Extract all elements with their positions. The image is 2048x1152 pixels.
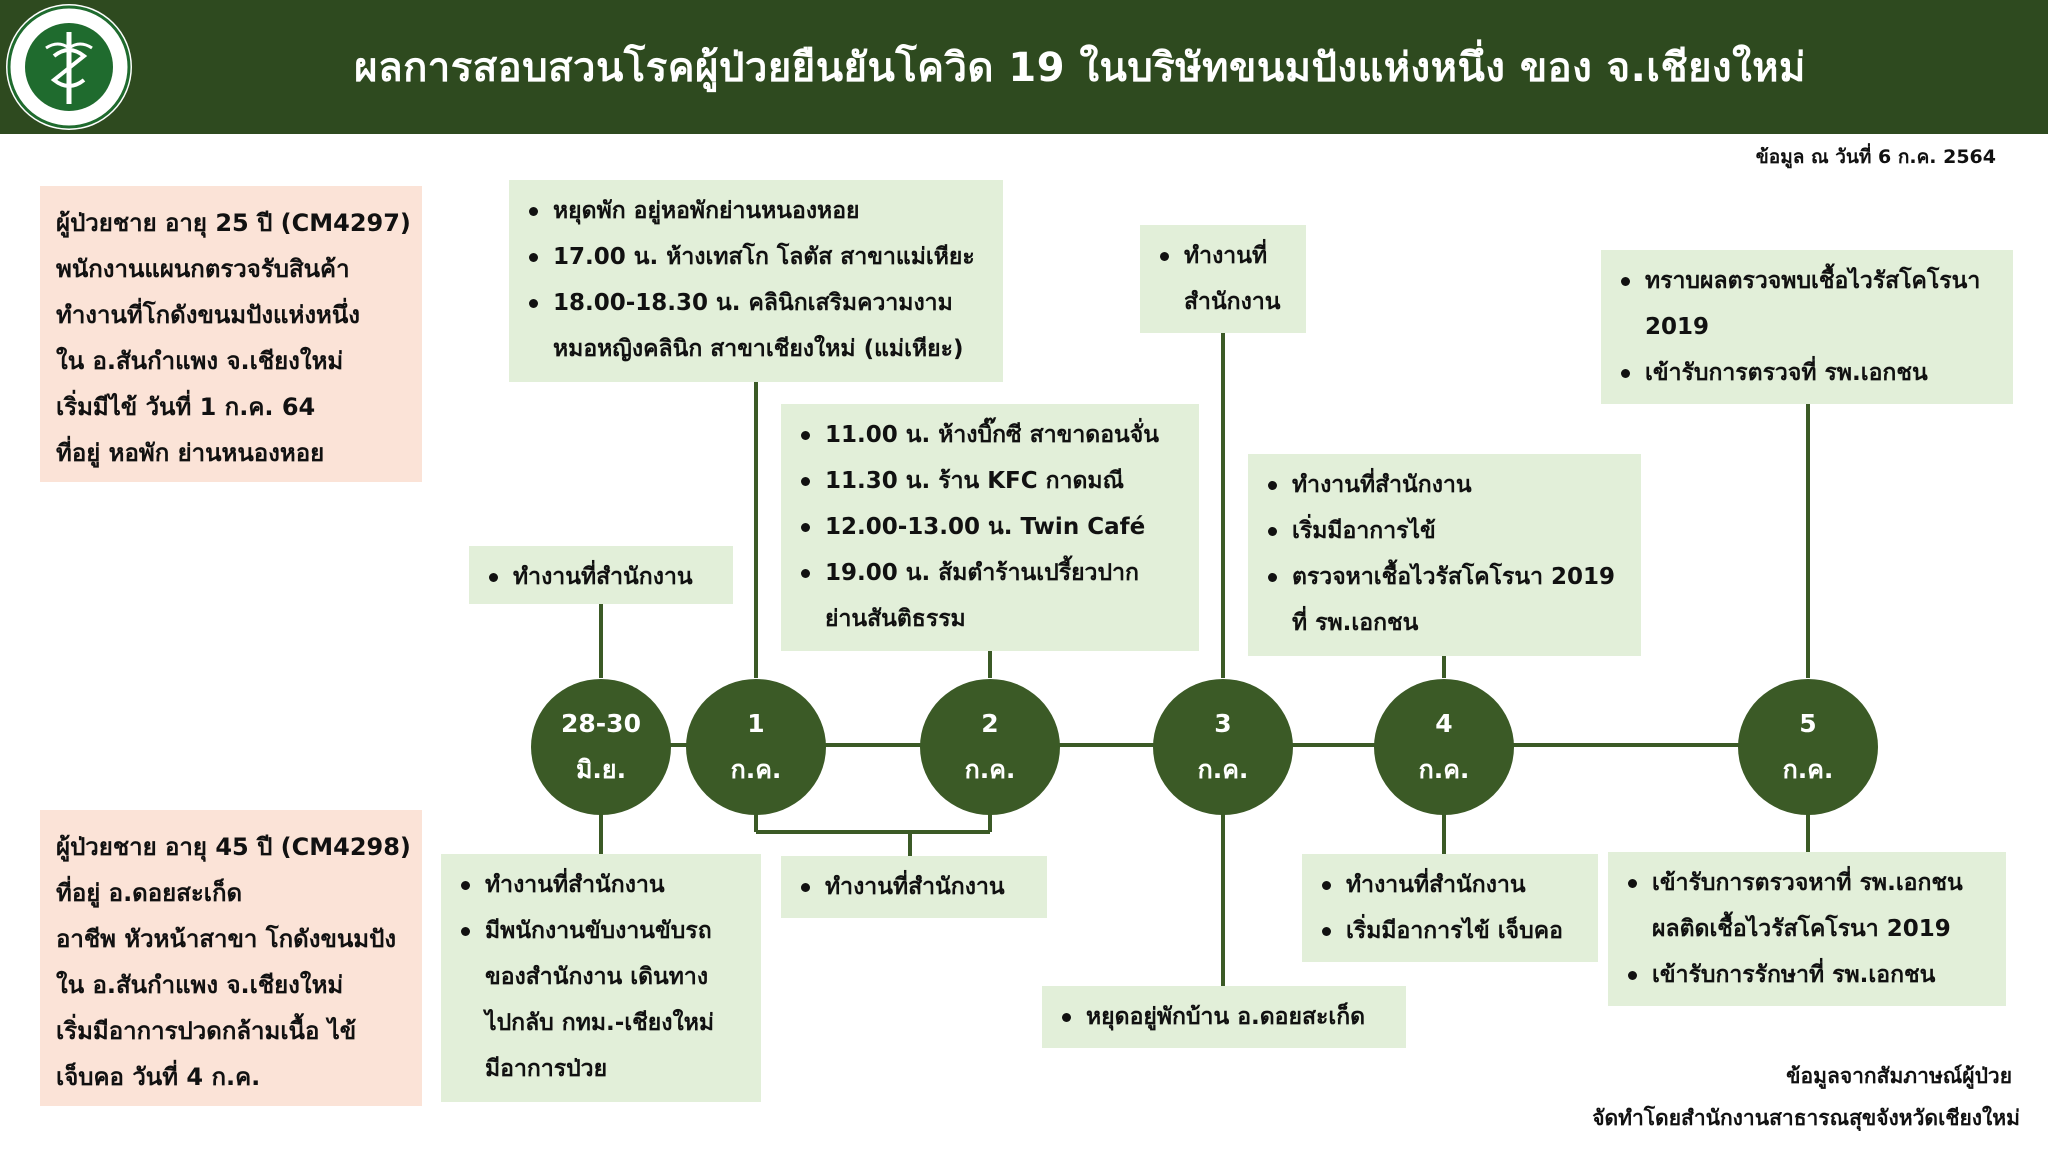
event-item: ทำงานที่สำนักงาน [455,862,747,908]
event-item: ตรวจหาเชื้อไวรัสโคโรนา 2019 [1262,554,1627,600]
node-month: ก.ค. [1782,755,1834,784]
event-item: หยุดพัก อยู่หอพักย่านหนองหอย [523,188,989,234]
event-item: เข้ารับการตรวจที่ รพ.เอกชน [1615,350,1999,396]
node-day: 5 [1799,709,1817,738]
event-item: 19.00 น. ส้มตำร้านเปรี้ยวปาก [795,550,1185,596]
patient-line: เริ่มมีไข้ วันที่ 1 ก.ค. 64 [56,393,316,421]
event-box-top-jul3: ทำงานที่ สำนักงาน [1140,225,1306,333]
ministry-logo [6,4,132,130]
event-item-cont: ของสำนักงาน เดินทาง [485,964,709,990]
timeline-node-jun28-30: 28-30 มิ.ย. [531,679,671,815]
timeline-node-jul1: 1 ก.ค. [686,679,826,815]
event-item-cont: ไปกลับ กทม.-เชียงใหม่ [485,1010,715,1036]
event-box-bottom-jul5: เข้ารับการตรวจหาที่ รพ.เอกชน ผลติดเชื้อไ… [1608,852,2006,1006]
page-title: ผลการสอบสวนโรคผู้ป่วยยืนยันโควิด 19 ในบร… [354,45,1806,91]
data-date: ข้อมูล ณ วันที่ 6 ก.ค. 2564 [1755,146,1996,168]
event-box-bottom-jun28: ทำงานที่สำนักงาน มีพนักงานขับงานขับรถ ขอ… [441,854,761,1102]
producer-note: จัดทำโดยสำนักงานสาธารณสุขจังหวัดเชียงใหม… [1592,1106,2020,1130]
patient-line: เจ็บคอ วันที่ 4 ก.ค. [56,1063,261,1091]
event-item: ทำงานที่สำนักงาน [1316,862,1584,908]
event-box-top-jun28: ทำงานที่สำนักงาน [469,546,733,604]
node-day: 2 [981,709,999,738]
event-item-cont: ผลติดเชื้อไวรัสโคโรนา 2019 [1652,916,1951,942]
event-item: ทำงานที่สำนักงาน [483,554,719,600]
patient-line: พนักงานแผนกตรวจรับสินค้า [56,255,350,283]
node-month: มิ.ย. [575,755,627,784]
event-item-cont: 2019 [1645,314,1710,340]
event-box-top-jul5: ทราบผลตรวจพบเชื้อไวรัสโคโรนา 2019 เข้ารั… [1601,250,2013,404]
event-item: ทำงานที่ [1154,233,1292,279]
node-month: ก.ค. [730,755,782,784]
patient-line: ผู้ป่วยชาย อายุ 45 ปี (CM4298) [56,833,411,861]
event-item: เข้ารับการตรวจหาที่ รพ.เอกชน [1622,860,1992,906]
event-item-cont: ย่านสันติธรรม [825,606,966,632]
event-box-bottom-jul4: ทำงานที่สำนักงาน เริ่มมีอาการไข้ เจ็บคอ [1302,854,1598,962]
patient-line: ใน อ.สันกำแพง จ.เชียงใหม่ [56,347,344,375]
patient-line: ที่อยู่ อ.ดอยสะเก็ด [56,879,243,907]
event-item: 11.30 น. ร้าน KFC กาดมณี [795,458,1185,504]
patient-card-cm4297: ผู้ป่วยชาย อายุ 25 ปี (CM4297) พนักงานแผ… [40,186,422,482]
event-item: หยุดอยู่พักบ้าน อ.ดอยสะเก็ด [1056,994,1392,1040]
event-item: 12.00-13.00 น. Twin Café [795,504,1185,550]
patient-line: ใน อ.สันกำแพง จ.เชียงใหม่ [56,971,344,999]
patient-line: อาชีพ หัวหน้าสาขา โกดังขนมปัง [56,925,397,953]
event-item: 11.00 น. ห้างบิ๊กซี สาขาดอนจั่น [795,412,1185,458]
source-note: ข้อมูลจากสัมภาษณ์ผู้ป่วย [1786,1064,2012,1088]
event-item: เริ่มมีอาการไข้ เจ็บคอ [1316,908,1584,954]
event-item: ทำงานที่สำนักงาน [1262,462,1627,508]
node-day: 3 [1214,709,1232,738]
event-box-top-jul2: 11.00 น. ห้างบิ๊กซี สาขาดอนจั่น 11.30 น.… [781,404,1199,651]
node-month: ก.ค. [1418,755,1470,784]
event-item: 18.00-18.30 น. คลินิกเสริมความงาม [523,280,989,326]
event-item-cont: มีอาการป่วย [485,1056,608,1082]
patient-line: ผู้ป่วยชาย อายุ 25 ปี (CM4297) [56,209,411,237]
node-month: ก.ค. [964,755,1016,784]
header-bar: ผลการสอบสวนโรคผู้ป่วยยืนยันโควิด 19 ในบร… [0,0,2048,134]
event-box-bottom-jul1-2: ทำงานที่สำนักงาน [781,856,1047,918]
event-item-cont: หมอหญิงคลินิก สาขาเชียงใหม่ (แม่เหียะ) [553,336,964,362]
patient-line: ทำงานที่โกดังขนมปังแห่งหนึ่ง [56,301,360,329]
node-day: 28-30 [561,709,641,738]
event-item-cont: สำนักงาน [1184,289,1281,315]
event-item: มีพนักงานขับงานขับรถ [455,908,747,954]
event-item: ทราบผลตรวจพบเชื้อไวรัสโคโรนา [1615,258,1999,304]
event-item: 17.00 น. ห้างเทสโก โลตัส สาขาแม่เหียะ [523,234,989,280]
timeline-node-jul2: 2 ก.ค. [920,679,1060,815]
timeline-node-jul3: 3 ก.ค. [1153,679,1293,815]
event-item: ทำงานที่สำนักงาน [795,864,1033,910]
event-item: เข้ารับการรักษาที่ รพ.เอกชน [1622,952,1992,998]
event-item-cont: ที่ รพ.เอกชน [1292,610,1419,636]
patient-card-cm4298: ผู้ป่วยชาย อายุ 45 ปี (CM4298) ที่อยู่ อ… [40,810,422,1106]
node-day: 1 [747,709,765,738]
event-item: เริ่มมีอาการไข้ [1262,508,1627,554]
patient-line: ที่อยู่ หอพัก ย่านหนองหอย [56,439,325,467]
timeline-node-jul5: 5 ก.ค. [1738,679,1878,815]
event-box-bottom-jul3: หยุดอยู่พักบ้าน อ.ดอยสะเก็ด [1042,986,1406,1048]
node-month: ก.ค. [1197,755,1249,784]
node-day: 4 [1435,709,1453,738]
event-box-top-jul1: หยุดพัก อยู่หอพักย่านหนองหอย 17.00 น. ห้… [509,180,1003,382]
event-box-top-jul4: ทำงานที่สำนักงาน เริ่มมีอาการไข้ ตรวจหาเ… [1248,454,1641,656]
timeline-node-jul4: 4 ก.ค. [1374,679,1514,815]
patient-line: เริ่มมีอาการปวดกล้ามเนื้อ ไข้ [56,1017,357,1045]
